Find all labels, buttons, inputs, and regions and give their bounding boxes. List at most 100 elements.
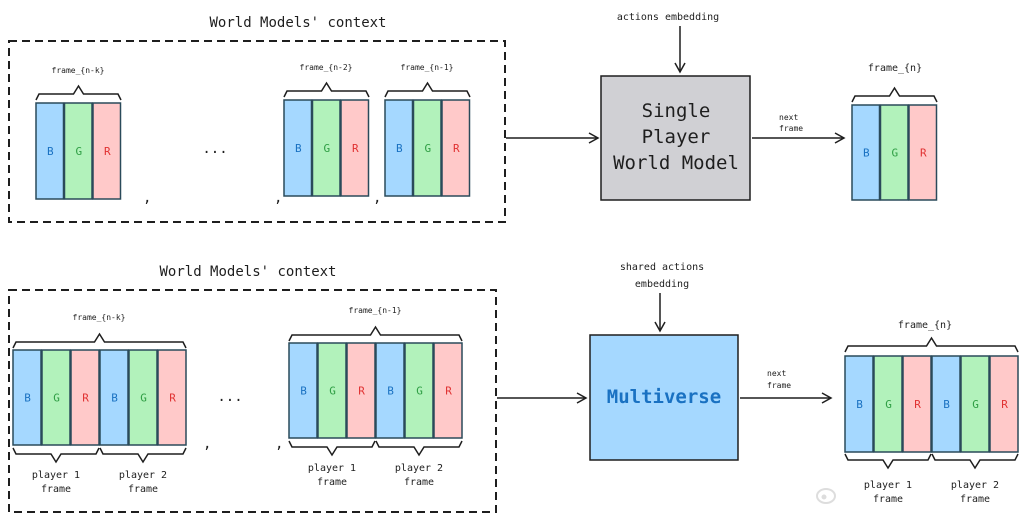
bottom-output-frame-channel-letter: G (885, 398, 892, 411)
top-frame-2-channel-letter: G (323, 142, 330, 155)
top-ellipsis: ... (202, 141, 227, 157)
player-label: frame (317, 477, 347, 488)
bottom-context-title: World Models' context (159, 264, 336, 280)
top-frame-3-channel-letter: R (453, 142, 460, 155)
bottom-frame-1-channel-letter: B (24, 392, 31, 405)
bottom-comma-2: , (275, 436, 283, 452)
top-output-frame-channel-letter: B (863, 147, 870, 160)
bottom-frame-2-channel-letter: R (358, 385, 365, 398)
top-context-title: World Models' context (209, 15, 386, 31)
output-player-label: frame (873, 494, 903, 505)
output-player-brace (931, 453, 1019, 470)
top-comma-1: , (143, 190, 151, 206)
bottom-frame-1-channel-g (128, 349, 158, 446)
model-line-2: Player (642, 126, 711, 148)
multiverse-label: Multiverse (607, 386, 721, 408)
bottom-output-frame-channel-letter: B (943, 398, 950, 411)
bottom-frame-2-channel-g (317, 342, 347, 439)
bottom-frame-brace (12, 332, 187, 349)
top-frame-1-channel-letter: B (47, 145, 54, 158)
bottom-frame-2-channel-letter: B (387, 385, 394, 398)
top-output-frame-channel-r (908, 104, 938, 201)
top-frame-brace (35, 84, 122, 101)
top-frame-label: frame_{n-2} (300, 63, 353, 72)
bottom-frame-2-channel-letter: R (445, 385, 452, 398)
bottom-actions-label-1: shared actions (620, 262, 704, 273)
top-frame-2-channel-b (283, 99, 313, 197)
bottom-output-frame-channel-r (902, 355, 932, 453)
bottom-frame-2-channel-letter: G (416, 385, 423, 398)
top-actions-label: actions embedding (617, 12, 719, 23)
player-brace (288, 440, 376, 457)
bottom-next-label-1: next (767, 369, 786, 378)
player-label: frame (404, 477, 434, 488)
model-line-3: World Model (613, 152, 739, 174)
top-frame-label: frame_{n-1} (401, 63, 454, 72)
bottom-output-brace (844, 336, 1019, 353)
bottom-frame-1-channel-g (41, 349, 71, 446)
output-player-label: player 2 (951, 480, 999, 491)
top-output-frame-channel-g (879, 104, 909, 201)
top-frame-1-channel-r (92, 102, 122, 200)
bottom-frame-brace (288, 325, 463, 342)
bottom-context-box (8, 289, 497, 513)
top-frame-1-channel-b (35, 102, 65, 200)
bottom-frame-label: frame_{n-k} (73, 313, 126, 322)
player-brace (375, 440, 463, 457)
bottom-output-frame-channel-letter: G (972, 398, 979, 411)
top-next-label-2: frame (779, 124, 803, 133)
bottom-output-frame-channel-letter: B (856, 398, 863, 411)
bottom-output-frame-channel-b (931, 355, 961, 453)
top-comma-2: , (274, 190, 282, 206)
top-next-label-1: next (779, 113, 798, 122)
player-label: player 2 (119, 470, 167, 481)
bottom-frame-1-channel-letter: B (111, 392, 118, 405)
watermark-logo-eye-icon (821, 494, 827, 500)
bottom-ellipsis: ... (217, 389, 242, 405)
output-player-brace (844, 453, 932, 470)
top-frame-3-channel-r (441, 99, 471, 197)
bottom-output-frame-channel-g (960, 355, 990, 453)
top-frame-3-channel-g (412, 99, 442, 197)
top-output-frame-channel-letter: R (920, 147, 927, 160)
top-context-box (8, 40, 506, 223)
single-player-world-model-box (600, 75, 751, 201)
bottom-frame-1-channel-r (70, 349, 100, 446)
bottom-frame-1-channel-b (99, 349, 129, 446)
bottom-frame-1-channel-letter: R (82, 392, 89, 405)
multiverse-box (589, 334, 739, 461)
bottom-output-frame-channel-b (844, 355, 874, 453)
bottom-output-frame-channel-letter: R (914, 398, 921, 411)
bottom-frame-1-channel-letter: G (53, 392, 60, 405)
bottom-actions-label-2: embedding (635, 279, 689, 290)
bottom-frame-2-channel-letter: B (300, 385, 307, 398)
bottom-output-label: frame_{n} (898, 320, 952, 331)
bottom-frame-2-channel-b (288, 342, 318, 439)
model-line-1: Single (642, 100, 711, 122)
top-comma-3: , (373, 190, 381, 206)
bottom-frame-1-channel-letter: R (169, 392, 176, 405)
bottom-frame-2-channel-g (404, 342, 434, 439)
top-frame-2-channel-r (340, 99, 370, 197)
bottom-frame-2-channel-letter: G (329, 385, 336, 398)
watermark-logo (816, 488, 836, 504)
bottom-frame-1-channel-b (12, 349, 42, 446)
top-frame-brace (384, 81, 471, 98)
top-output-frame-channel-b (851, 104, 881, 201)
top-output-label: frame_{n} (868, 63, 922, 74)
bottom-frame-label: frame_{n-1} (349, 306, 402, 315)
watermark-logo-icon (816, 488, 836, 504)
top-frame-brace (283, 81, 370, 98)
top-frame-1-channel-letter: G (75, 145, 82, 158)
top-frame-3-channel-b (384, 99, 414, 197)
output-player-label: player 1 (864, 480, 912, 491)
top-frame-3-channel-letter: G (424, 142, 431, 155)
bottom-output-frame-channel-r (989, 355, 1019, 453)
player-label: frame (41, 484, 71, 495)
bottom-frame-2-channel-b (375, 342, 405, 439)
top-frame-1-channel-g (63, 102, 93, 200)
player-brace (99, 447, 187, 464)
bottom-comma-1: , (203, 436, 211, 452)
